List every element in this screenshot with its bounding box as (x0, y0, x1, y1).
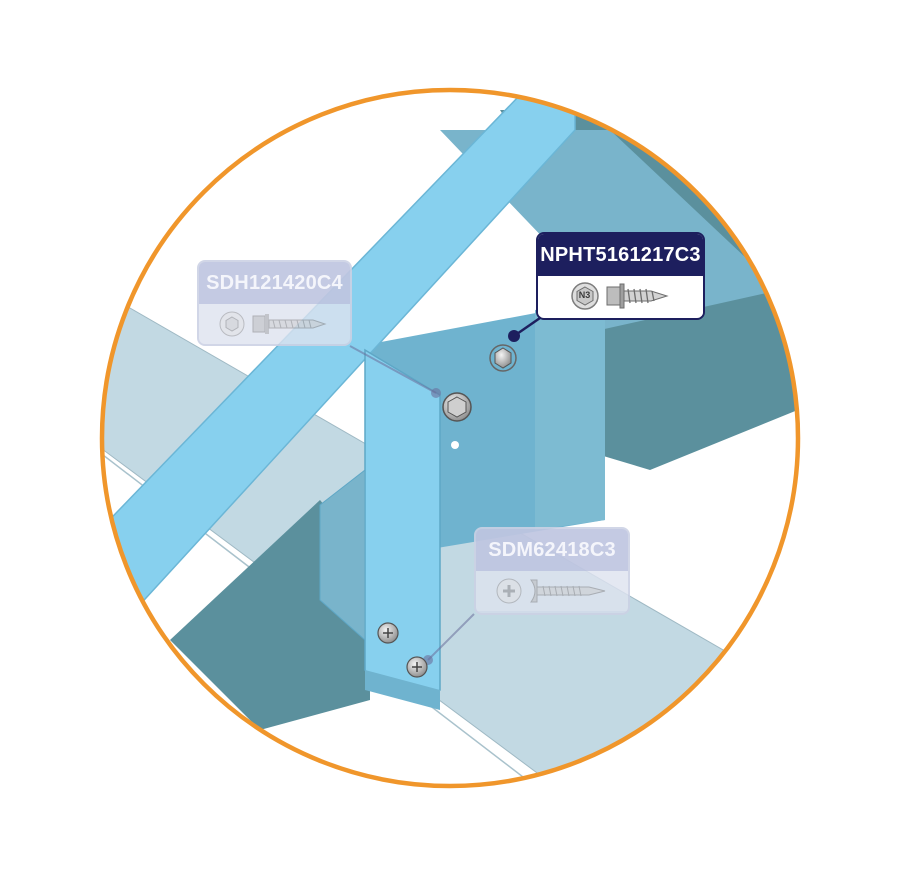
callout-sdm-code: SDM62418C3 (476, 529, 628, 571)
sdh-leader-line (349, 345, 437, 394)
callout-sdh121420c4[interactable]: SDH121420C4 (197, 260, 352, 346)
callout-npht5161217c3[interactable]: NPHT5161217C3 N3 (536, 232, 705, 320)
phillips-screw-lower (406, 656, 428, 678)
detail-ring (99, 87, 801, 789)
phillips-head-icon (496, 578, 522, 604)
callout-npht-code: NPHT5161217C3 (538, 234, 703, 276)
n3-hex-badge-icon: N3 (570, 282, 599, 310)
n3-badge-text: N3 (578, 290, 591, 300)
hanger-bracket (364, 348, 441, 701)
bracket-hole (451, 441, 459, 449)
callout-sdh-code: SDH121420C4 (199, 262, 350, 304)
hex-screw-lower (442, 392, 472, 422)
hex-washer-self-drilling-screw-icon (252, 314, 327, 334)
phillips-screw-upper (377, 622, 399, 644)
hex-washer-wood-screw-icon (606, 283, 669, 309)
callout-sdm62418c3[interactable]: SDM62418C3 (474, 527, 630, 615)
framing-assembly (102, 90, 798, 786)
sdm-leader-line (427, 613, 475, 661)
hex-head-icon (219, 311, 244, 337)
phillips-self-drilling-screw-icon (530, 579, 606, 603)
hex-screw-upper (489, 344, 517, 372)
